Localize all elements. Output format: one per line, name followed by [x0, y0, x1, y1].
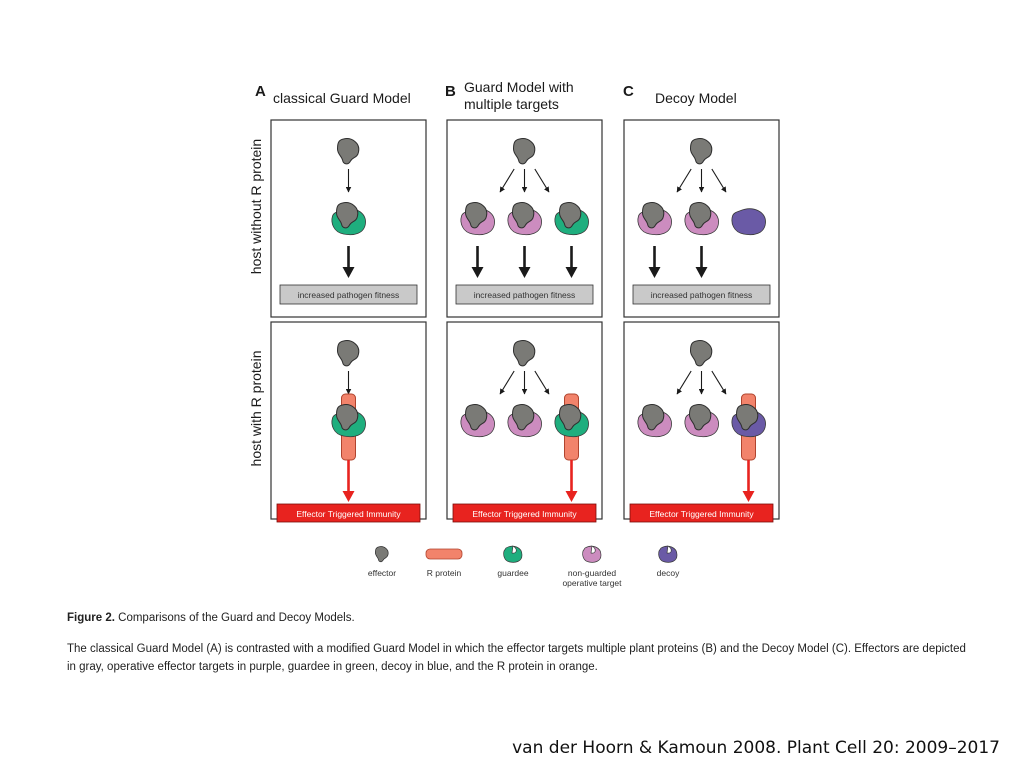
panel-title-a: classical Guard Model — [273, 90, 411, 106]
panel-letter-c: C — [623, 83, 634, 100]
ett-box — [276, 503, 421, 523]
figure-title: Comparisons of the Guard and Decoy Model… — [118, 612, 355, 624]
row-label-with-r: host with R protein — [248, 351, 264, 467]
legend-item-effector: effector — [368, 546, 396, 578]
thin-arrow — [534, 168, 550, 193]
immunity-arrow — [742, 460, 755, 502]
fitness-box — [632, 284, 771, 305]
legend-target-icon — [582, 545, 602, 563]
immunity-arrow — [565, 460, 578, 502]
legend-label: R protein — [427, 568, 462, 578]
fitness-arrow — [565, 246, 578, 278]
docked-effector-shape — [558, 404, 582, 431]
legend-label: non-guarded — [568, 568, 616, 578]
legend-label: effector — [368, 568, 396, 578]
legend-label: decoy — [657, 568, 680, 578]
docked-effector-shape — [464, 404, 488, 431]
legend-guardee-icon — [503, 545, 523, 563]
panel-b-row2: Effector Triggered Immunity — [446, 321, 603, 523]
legend-r-protein-icon — [425, 548, 463, 560]
thin-arrow — [676, 370, 692, 395]
effector-shape — [336, 340, 360, 367]
effector-shape — [512, 138, 536, 165]
panel-b-row1: increased pathogen fitness — [446, 119, 603, 318]
panel-title-b: multiple targets — [464, 96, 559, 112]
effector-shape — [336, 138, 360, 165]
docked-effector-shape — [641, 404, 665, 431]
fitness-arrow — [648, 246, 661, 278]
ett-box-label: Effector Triggered Immunity — [296, 509, 401, 519]
thin-arrow — [711, 168, 727, 193]
effector-shape — [512, 340, 536, 367]
immunity-arrow — [342, 460, 355, 502]
docked-effector-shape — [511, 404, 535, 431]
ett-box-label: Effector Triggered Immunity — [472, 509, 577, 519]
docked-effector-shape — [735, 404, 759, 431]
legend-decoy-icon — [658, 545, 678, 563]
ett-box — [629, 503, 774, 523]
fitness-box-label: increased pathogen fitness — [651, 290, 753, 300]
legend-item-decoy: decoy — [657, 545, 680, 578]
docked-effector-shape — [688, 202, 712, 229]
ett-box — [452, 503, 597, 523]
legend-effector-icon — [375, 546, 389, 563]
figure-label: Figure 2. — [67, 612, 115, 624]
figure-caption-body: The classical Guard Model (A) is contras… — [67, 643, 966, 673]
panel-title-c: Decoy Model — [655, 90, 737, 106]
fitness-arrow — [695, 246, 708, 278]
docked-effector-shape — [558, 202, 582, 229]
docked-effector-shape — [688, 404, 712, 431]
fitness-arrow — [342, 246, 355, 278]
effector-shape — [689, 138, 713, 165]
citation: van der Hoorn & Kamoun 2008. Plant Cell … — [512, 738, 1000, 758]
thin-arrow — [534, 370, 550, 395]
panel-a-row2: Effector Triggered Immunity — [270, 321, 427, 523]
thin-arrow — [711, 370, 727, 395]
fitness-box-label: increased pathogen fitness — [474, 290, 576, 300]
fitness-arrow — [518, 246, 531, 278]
ett-box-label: Effector Triggered Immunity — [649, 509, 754, 519]
thin-arrow — [499, 168, 515, 193]
effector-shape — [689, 340, 713, 367]
docked-effector-shape — [335, 404, 359, 431]
docked-effector-shape — [511, 202, 535, 229]
legend-label: guardee — [497, 568, 528, 578]
figure-caption-title: Figure 2. Comparisons of the Guard and D… — [67, 612, 355, 624]
panel-letter-a: A — [255, 83, 266, 100]
panel-title-b: Guard Model with — [464, 79, 574, 95]
fitness-box — [455, 284, 594, 305]
panel-c-row2: Effector Triggered Immunity — [623, 321, 780, 523]
fitness-box-label: increased pathogen fitness — [298, 290, 400, 300]
docked-effector-shape — [464, 202, 488, 229]
legend-item-guardee: guardee — [497, 545, 529, 578]
thin-arrow — [676, 168, 692, 193]
panel-letter-b: B — [445, 83, 456, 100]
thin-arrow — [499, 370, 515, 395]
panel-a-row1: increased pathogen fitness — [270, 119, 427, 318]
docked-effector-shape — [335, 202, 359, 229]
panel-c-row1: increased pathogen fitness — [623, 119, 780, 318]
row-label-without-r: host without R protein — [248, 139, 264, 274]
legend-item-rprotein: R protein — [425, 548, 463, 578]
fitness-arrow — [471, 246, 484, 278]
legend-label: operative target — [562, 578, 622, 588]
fitness-box — [279, 284, 418, 305]
docked-effector-shape — [641, 202, 665, 229]
decoy-shape — [731, 208, 766, 236]
